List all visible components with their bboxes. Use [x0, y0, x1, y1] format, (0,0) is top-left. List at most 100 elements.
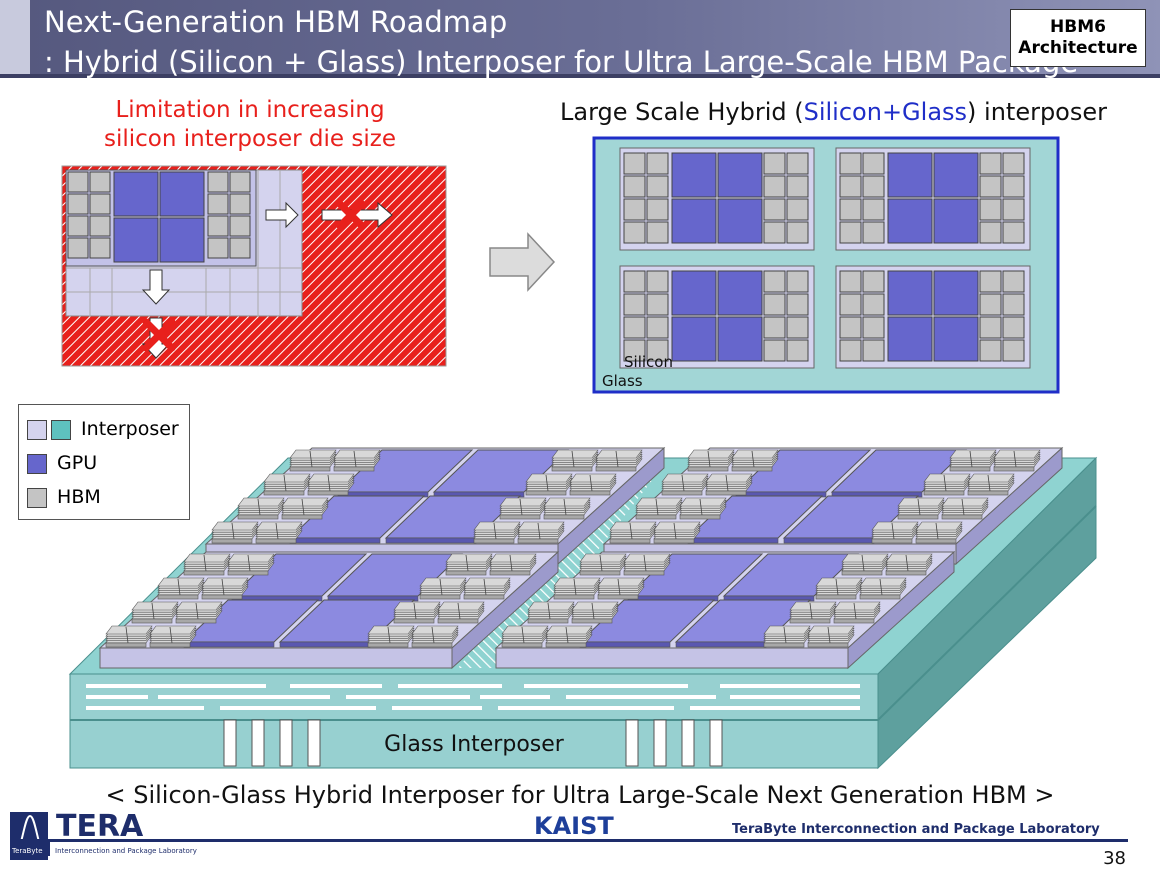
hbm-stack-3d [157, 577, 205, 600]
through-glass-vias [223, 719, 723, 767]
hbm-stack [786, 221, 809, 244]
hbm-stack-3d [411, 625, 459, 648]
silicon-interposer-tile [619, 147, 815, 251]
hbm-stack [839, 152, 862, 175]
gpu-die [933, 152, 979, 198]
title-bar: Next-Generation HBM Roadmap : Hybrid (Si… [0, 0, 1160, 78]
tera-logo-sub-right: Interconnection and Package Laboratory [55, 847, 197, 855]
hbm-stack [646, 175, 669, 198]
gpu-die [671, 152, 717, 198]
hbm-stack-3d [473, 521, 521, 544]
hbm-stack-3d [551, 449, 599, 472]
hbm-stack-3d [705, 473, 753, 496]
silicon-interposer-3d [494, 550, 956, 670]
hbm-stack-3d [463, 577, 511, 600]
hbm-stack-3d [227, 553, 275, 576]
hbm-stack-3d [543, 497, 591, 520]
hbm-stack-3d [131, 601, 179, 624]
rdl-lines [86, 684, 860, 710]
limitation-caption-line-2: silicon interposer die size [104, 126, 396, 152]
gpu-die [887, 270, 933, 316]
hbm-stack [862, 221, 885, 244]
hbm-stack-3d [609, 521, 657, 544]
limitation-caption-line-1: Limitation in increasing [115, 97, 385, 123]
expand-down-arrow [141, 269, 171, 305]
hbm-stack-3d [499, 497, 547, 520]
hbm-stack-3d [553, 577, 601, 600]
hbm-stack [646, 198, 669, 221]
blocked-x-icon [336, 200, 366, 230]
hbm-stack-3d [687, 449, 735, 472]
silicon-interposer-3d [98, 550, 560, 670]
silicon-interposer-3d [204, 446, 666, 566]
hbm-stack [786, 175, 809, 198]
footer-rule [10, 839, 1128, 842]
hbm-stack [839, 339, 862, 362]
gpu-die [717, 270, 763, 316]
hbm-stack-3d [393, 601, 441, 624]
hybrid-interposer-panel: Silicon Glass [592, 136, 1060, 394]
interposer-glass-swatch [51, 419, 71, 440]
hbm-stack-3d [527, 601, 575, 624]
hbm-stack [623, 293, 646, 316]
hbm-stack [862, 339, 885, 362]
title-bar-accent [0, 0, 30, 78]
hbm-stack [623, 339, 646, 362]
gpu-die [887, 198, 933, 244]
footer: TERA TeraByte Interconnection and Packag… [10, 810, 1128, 869]
limitation-caption: Limitation in increasing silicon interpo… [80, 96, 420, 154]
hbm-stack-3d [255, 521, 303, 544]
hbm-stack [979, 221, 1002, 244]
hbm-stack [979, 270, 1002, 293]
hbm-stack-3d [623, 553, 671, 576]
hbm-stack-3d [661, 473, 709, 496]
legend-item-interposer: Interposer [27, 417, 179, 441]
hbm-stack [1002, 221, 1025, 244]
hbm-stack-3d [183, 553, 231, 576]
gpu-die [717, 152, 763, 198]
hbm-stack [763, 316, 786, 339]
hbm-stack [839, 175, 862, 198]
hbm-stack-3d [419, 577, 467, 600]
legend-item-gpu: GPU [27, 451, 97, 475]
hbm-stack [839, 316, 862, 339]
hbm-stack [839, 270, 862, 293]
hbm-stack-3d [731, 449, 779, 472]
gpu-swatch [27, 453, 47, 474]
hbm-stack [1002, 316, 1025, 339]
badge-line-2: Architecture [1018, 38, 1138, 58]
legend-label-gpu: GPU [57, 452, 98, 474]
gpu-die [933, 270, 979, 316]
figure-caption: < Silicon-Glass Hybrid Interposer for Ul… [105, 781, 1055, 809]
hbm-stack-3d [635, 497, 683, 520]
hbm-stack-3d [833, 601, 881, 624]
gpu-die [671, 198, 717, 244]
hbm-stack-3d [789, 601, 837, 624]
hbm-stack [786, 270, 809, 293]
legend-label-hbm: HBM [57, 486, 101, 508]
hbm-stack [623, 270, 646, 293]
hbm-stack-3d [679, 497, 727, 520]
blocked-x-icon [142, 318, 176, 352]
hbm-stack-3d [807, 625, 855, 648]
hbm-stack [979, 293, 1002, 316]
hbm-stack-3d [201, 577, 249, 600]
hbm-stack [763, 339, 786, 362]
hbm-stack-3d [993, 449, 1041, 472]
expand-right-arrow [265, 201, 299, 229]
hbm-stack [646, 152, 669, 175]
hybrid-caption-suffix: ) interposer [967, 98, 1107, 126]
page-title: Next-Generation HBM Roadmap [44, 5, 508, 39]
hbm-stack-right [207, 171, 251, 259]
hbm-stack-3d [281, 497, 329, 520]
hbm-stack [646, 221, 669, 244]
hbm-stack [763, 270, 786, 293]
gpu-die [887, 152, 933, 198]
hbm-stack [763, 152, 786, 175]
legend-item-hbm: HBM [27, 485, 101, 509]
hbm-stack-3d [525, 473, 573, 496]
hbm-stack [862, 293, 885, 316]
hbm-stack-3d [763, 625, 811, 648]
hbm-stack-3d [105, 625, 153, 648]
